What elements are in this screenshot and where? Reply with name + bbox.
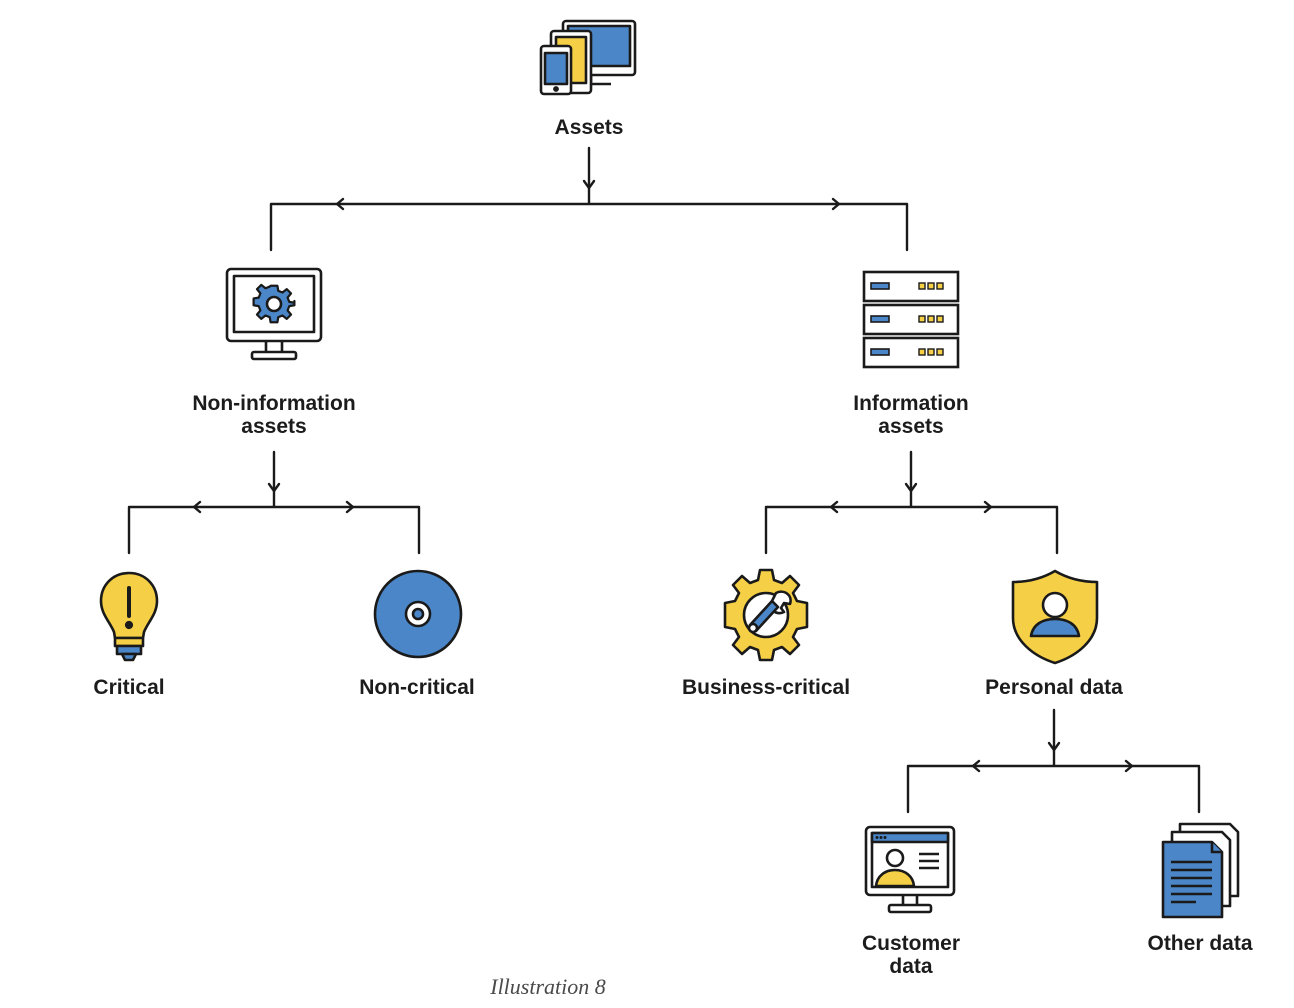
gear-wrench-icon [723,568,809,662]
monitor-profile-icon [864,825,956,914]
monitor-gear-icon [225,267,323,361]
server-rack-icon [862,270,960,369]
arrow-info-right [983,500,993,514]
disc-icon [373,569,463,659]
lightbulb-alert-icon [99,571,159,662]
arrow-assets-left [335,197,345,211]
node-other-data-label: Other data [1147,932,1253,955]
arrow-noninfo-right [345,500,355,514]
shield-user-icon [1011,569,1099,665]
arrow-noninfo-left [192,500,202,514]
arrow-personal-down [1047,741,1061,752]
devices-icon [539,19,637,96]
node-assets-label: Assets [554,116,624,139]
arrow-info-down [904,482,918,493]
arrow-info-left [829,500,839,514]
arrow-assets-right [831,197,841,211]
connector-non-information [127,450,421,555]
connector-personal-data [906,708,1201,814]
node-personal-data-label: Personal data [985,676,1123,699]
arrow-personal-left [971,759,981,773]
documents-icon [1161,822,1240,919]
connector-information [764,450,1059,555]
arrow-assets-down [582,179,596,190]
node-business-critical-label: Business-critical [681,676,851,699]
arrow-noninfo-down [267,482,281,493]
node-non-critical-label: Non-critical [359,676,475,699]
connector-assets [269,146,909,252]
node-critical-label: Critical [93,676,165,699]
figure-caption: Illustration 8 [490,974,606,999]
arrow-personal-right [1124,759,1134,773]
